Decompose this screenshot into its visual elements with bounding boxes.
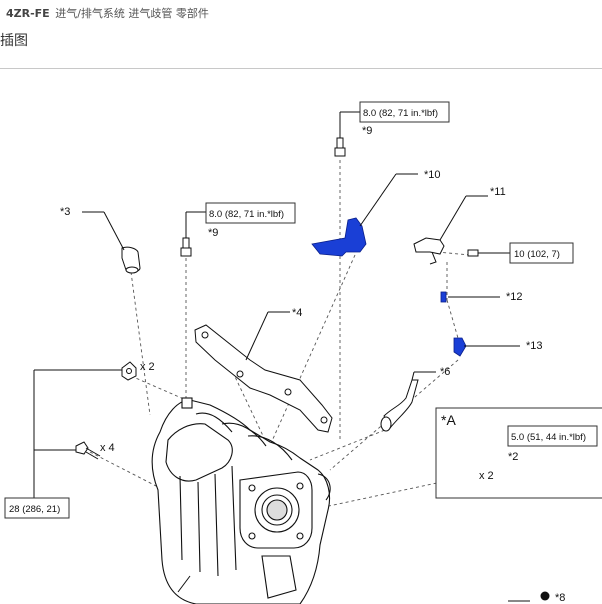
- callout-8: *8: [555, 592, 565, 604]
- torque-label-9-left: 8.0 (82, 71 in.*lbf): [209, 209, 284, 220]
- intake-manifold: [151, 397, 331, 604]
- bracket-part-10: [311, 217, 367, 257]
- manifold-gasket: [194, 324, 333, 433]
- torque-label-2: 5.0 (51, 44 in.*lbf): [511, 432, 586, 443]
- torque-box-9-top: [359, 101, 450, 123]
- callout-11: *11: [490, 186, 506, 198]
- quantity-stud: x 2: [479, 470, 494, 482]
- callout-4: *4: [292, 307, 302, 319]
- part-12: [440, 291, 447, 303]
- torque-label-main: 28 (286, 21): [9, 504, 60, 515]
- section-title: 插图: [0, 33, 28, 49]
- callout-9-top: *9: [362, 125, 372, 137]
- callout-9-left: *9: [208, 227, 218, 239]
- torque-box-main: [4, 497, 70, 519]
- breadcrumb: 4ZR-FE 进气/排气系统 进气歧管 零部件: [6, 5, 209, 21]
- torque-label-11: 10 (102, 7): [514, 249, 560, 260]
- bullet-8: [540, 591, 550, 601]
- quantity-bolt: x 4: [100, 442, 115, 454]
- torque-box-11: [509, 242, 574, 264]
- fasteners: [75, 137, 489, 481]
- engine-model: 4ZR-FE: [6, 7, 50, 20]
- quantity-nut: x 2: [140, 361, 155, 373]
- inset-frame: [435, 407, 602, 499]
- torque-label-9-top: 8.0 (82, 71 in.*lbf): [363, 108, 438, 119]
- breadcrumb-path: 进气/排气系统 进气歧管 零部件: [55, 7, 209, 20]
- callout-6: *6: [440, 366, 450, 378]
- leader-lines: [33, 111, 530, 602]
- callout-13: *13: [526, 340, 543, 352]
- highlighted-parts: [311, 217, 467, 357]
- callout-2: *2: [508, 451, 518, 463]
- vacuum-hose: [121, 246, 141, 274]
- callout-12: *12: [506, 291, 523, 303]
- callout-3: *3: [60, 206, 70, 218]
- callout-10: *10: [424, 169, 441, 181]
- torque-box-2: [507, 425, 598, 447]
- inset-label: *A: [441, 412, 456, 428]
- part-13: [453, 337, 467, 357]
- torque-box-9-left: [205, 202, 296, 224]
- divider: [0, 68, 602, 69]
